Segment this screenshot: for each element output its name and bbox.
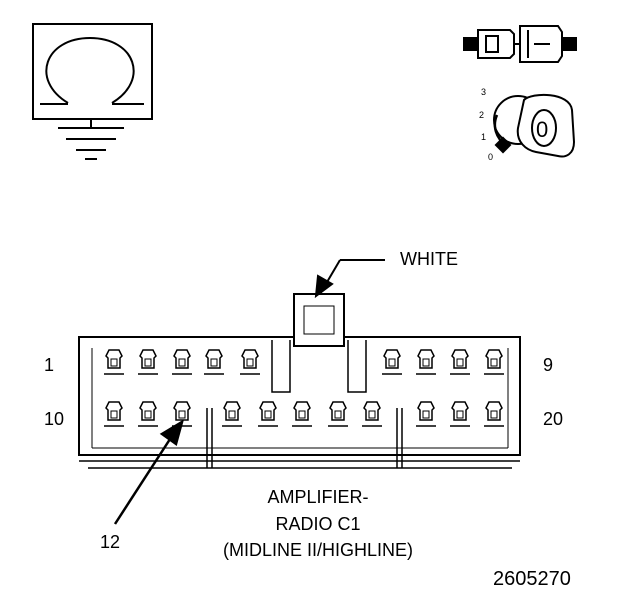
pin-cavity	[104, 401, 124, 427]
pin-label-top-left: 1	[44, 355, 55, 375]
pin-label-bottom-left: 10	[44, 409, 65, 429]
connector-plug-icon	[463, 25, 577, 63]
pin-cavity	[484, 349, 504, 375]
connector-name-line-1: AMPLIFIER-	[267, 487, 369, 507]
pin-label-top-right: 9	[543, 355, 554, 375]
pin-cavity	[240, 349, 260, 375]
pin-cavity	[138, 349, 158, 375]
connector-name-line-2: RADIO C1	[275, 514, 361, 534]
callout-pin-label: 12	[100, 532, 121, 552]
pin-cavity	[328, 401, 348, 427]
pin-cavity	[204, 349, 224, 375]
pin-cavity	[416, 349, 436, 375]
key-label: 0	[536, 117, 549, 142]
key-position-3: 3	[481, 87, 487, 97]
pin-cavity	[138, 401, 158, 427]
key-position-1: 1	[481, 132, 487, 142]
pin-label-bottom-right: 20	[543, 409, 564, 429]
pin-cavity	[258, 401, 278, 427]
pin-cavity	[362, 401, 382, 427]
connector-name-line-3: (MIDLINE II/HIGHLINE)	[222, 540, 414, 560]
pin-cavity	[450, 401, 470, 427]
key-position-0: 0	[488, 152, 494, 162]
ignition-key-icon	[493, 93, 576, 158]
pin-cavity	[172, 349, 192, 375]
pin-cavity	[416, 401, 436, 427]
ground-symbol-icon	[32, 23, 153, 160]
pin-cavity	[222, 401, 242, 427]
key-position-2: 2	[479, 110, 485, 120]
pin-cavities	[104, 349, 504, 427]
pin-cavity	[450, 349, 470, 375]
white-label: WHITE	[400, 249, 458, 269]
pin-cavity	[104, 349, 124, 375]
pin-cavity	[484, 401, 504, 427]
pin12-leader-arrow	[113, 419, 185, 525]
white-leader-line	[314, 259, 385, 299]
pin-cavity	[382, 349, 402, 375]
connector-body	[78, 293, 521, 469]
pin-cavity	[292, 401, 312, 427]
figure-id: 2605270	[493, 568, 571, 590]
